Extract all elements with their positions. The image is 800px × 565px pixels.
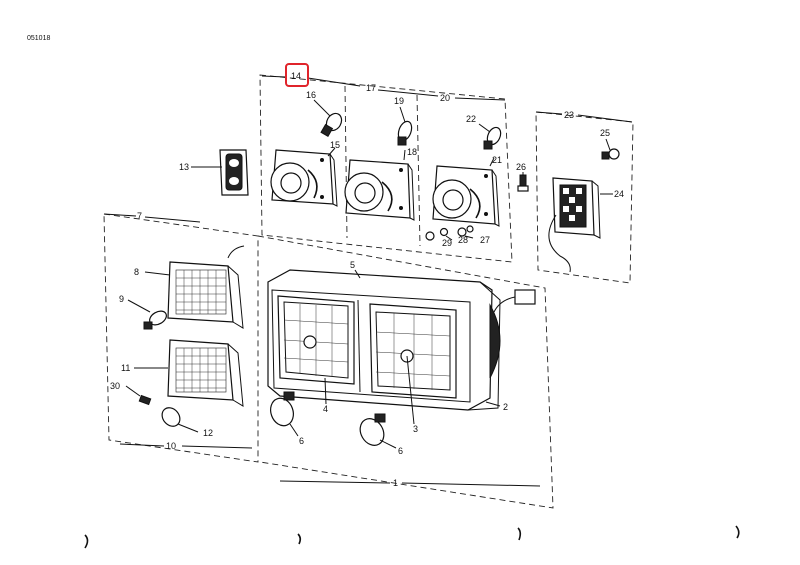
callout-19: 19 (394, 96, 404, 106)
callout-25: 25 (600, 128, 610, 138)
part-11-indicator-lamp (134, 339, 244, 407)
callout-16: 16 (306, 90, 316, 100)
callout-5: 5 (350, 260, 355, 270)
callout-22: 22 (466, 114, 476, 124)
part-25-bulb (601, 138, 620, 160)
callout-28: 28 (458, 235, 468, 245)
callout-14: 14 (291, 71, 301, 81)
part-9-bulb (127, 299, 167, 330)
part-12-bulb (161, 407, 199, 433)
callout-3: 3 (413, 424, 418, 434)
callout-6-right: 6 (398, 446, 403, 456)
part-18-front-lamp (344, 159, 415, 221)
callout-23: 23 (564, 110, 574, 120)
part-26-screw (517, 172, 529, 192)
sheet-code: 051018 (27, 35, 50, 42)
part-24-rear-lamp (548, 177, 613, 273)
part-5-headlamp-housing (267, 269, 536, 411)
callout-27: 27 (480, 235, 490, 245)
part-15-front-lamp (270, 149, 338, 207)
part-16-bulb (313, 99, 343, 138)
callout-labels: 1 2 3 4 5 6 6 7 8 9 10 11 12 13 14 15 16… (110, 71, 624, 488)
callout-26: 26 (516, 162, 526, 172)
callout-6-left: 6 (299, 436, 304, 446)
callout-2: 2 (503, 402, 508, 412)
callout-29: 29 (442, 238, 452, 248)
callout-20: 20 (440, 93, 450, 103)
callout-14-highlight (285, 63, 309, 87)
part-13-side-marker (191, 149, 249, 196)
callout-12: 12 (203, 428, 213, 438)
callout-15: 15 (330, 140, 340, 150)
callout-17: 17 (366, 83, 376, 93)
callout-11: 11 (121, 363, 130, 373)
part-21-front-lamp (432, 165, 500, 227)
callout-7: 7 (137, 211, 142, 221)
callout-8: 8 (134, 267, 139, 277)
part-27-28-29-fasteners (425, 225, 474, 241)
callout-10: 10 (166, 441, 176, 451)
edge-marks (84, 525, 740, 549)
part-19-bulb (397, 106, 413, 146)
leader-lines (103, 75, 633, 487)
part-6-bulb-right (359, 413, 397, 449)
group-frames (103, 74, 634, 509)
part-22-bulb (478, 123, 502, 150)
part-8-indicator-lamp (144, 245, 245, 329)
callout-4: 4 (323, 404, 328, 414)
part-6-bulb-left (270, 391, 299, 437)
callout-30: 30 (110, 381, 120, 391)
part-30-screw (125, 385, 152, 406)
callout-18: 18 (407, 147, 417, 157)
callout-1: 1 (393, 478, 398, 488)
callout-21: 21 (492, 155, 502, 165)
callout-24: 24 (614, 189, 624, 199)
callout-13: 13 (179, 162, 189, 172)
callout-9: 9 (119, 294, 124, 304)
